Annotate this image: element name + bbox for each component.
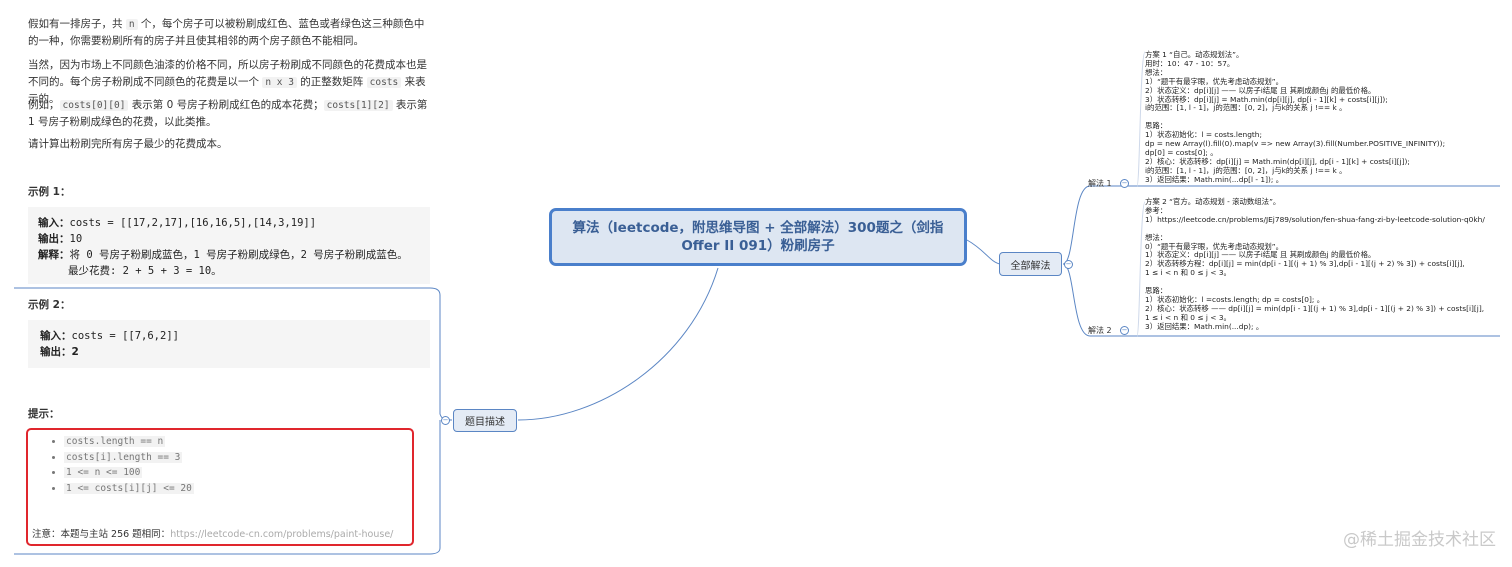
solution-line: 0）“题干有最字眼，优先考虑动态规划”。: [1145, 241, 1284, 251]
solution-line: dp[0] = costs[0]; 。: [1145, 147, 1218, 157]
note: 注意：本题与主站 256 题相同：https://leetcode-cn.com…: [32, 526, 393, 540]
example1-explain2: 最少花费: 2 + 5 + 3 = 10。: [68, 265, 222, 277]
hints-list: costs.length == n costs[i].length == 3 1…: [28, 434, 412, 496]
example1-explain-label: 解释：: [38, 249, 70, 261]
solution2-label[interactable]: 解法 2: [1088, 326, 1112, 335]
solution-line: 思路：: [1145, 121, 1168, 131]
problem-paragraph-4: 请计算出粉刷完所有房子最少的花费成本。: [28, 138, 228, 150]
solution-line: [1145, 225, 1485, 234]
solution2-text: 方案 2 “官方。动态规划 - 滚动数组法”。参考：1）https://leet…: [1145, 197, 1485, 332]
example2-output-label: 输出：: [40, 346, 72, 358]
collapse-icon[interactable]: −: [1120, 179, 1129, 188]
solution-line: 思路：: [1145, 286, 1168, 296]
note-link[interactable]: https://leetcode-cn.com/problems/paint-h…: [170, 529, 394, 540]
solution-line: 方案 1 “自己。动态规划法”。: [1145, 50, 1244, 59]
example1-output: 10: [69, 233, 83, 245]
collapse-icon[interactable]: −: [441, 416, 450, 425]
problem-paragraph-2: 当然，因为市场上不同颜色油漆的价格不同，所以房子粉刷成不同颜色的花费成本也是不同…: [28, 59, 427, 105]
example2-input-label: 输入：: [40, 330, 72, 342]
solution-line: 1）状态定义：dp[i][j] —— 以房子i结尾 且 其刷成颜色j 的最低价格…: [1145, 250, 1376, 260]
hints-title: 提示：: [28, 408, 60, 420]
example1-input: costs = [[17,2,17],[16,16,5],[14,3,19]]: [69, 217, 317, 229]
solution-line: 2）核心：状态转移 —— dp[i][j] = min(dp[i - 1][(j…: [1145, 303, 1485, 313]
solution-line: 1）https://leetcode.cn/problems/JEj789/so…: [1145, 214, 1485, 224]
collapse-icon[interactable]: −: [1064, 260, 1073, 269]
example1-input-label: 输入：: [38, 217, 70, 229]
example1-title: 示例 1：: [28, 186, 71, 198]
solution-line: 3）状态转移：dp[i][j] = Math.min(dp[i][j], dp[…: [1145, 94, 1388, 104]
hint-item: costs.length == n: [64, 434, 412, 450]
solution-line: 1）“题干有最字眼，优先考虑动态规划”。: [1145, 76, 1284, 86]
solution-line: 3）返回结果：Math.min(...dp[l - 1]); 。: [1145, 174, 1284, 184]
solution-line: i的范围：[1, l - 1]，j的范围：[0, 2]，j与k的关系 j !==…: [1145, 103, 1347, 113]
example1-output-label: 输出：: [38, 233, 70, 245]
solution-line: [1145, 278, 1485, 287]
node-all-solutions[interactable]: 全部解法: [999, 252, 1062, 276]
solution-line: 想法：: [1145, 67, 1168, 77]
solution-line: 1）状态初始化：l =costs.length; dp = costs[0]; …: [1145, 294, 1325, 304]
solution1-text: 方案 1 “自己。动态规划法”。用时：10：47 - 10：57。想法：1）“题…: [1145, 50, 1446, 185]
solution-line: 2）状态定义：dp[i][j] —— 以房子i结尾 且 其刷成颜色j 的最低价格…: [1145, 85, 1376, 95]
example2-input: costs = [[7,6,2]]: [71, 330, 179, 342]
example2-title: 示例 2：: [28, 299, 71, 311]
solution-line: 3）返回结果：Math.min(...dp); 。: [1145, 321, 1264, 331]
solution-line: 参考：: [1145, 205, 1168, 215]
hint-item: 1 <= costs[i][j] <= 20: [64, 481, 412, 497]
central-topic[interactable]: 算法（leetcode，附思维导图 + 全部解法）300题之（剑指 Offer …: [549, 208, 967, 266]
solution-line: 方案 2 “官方。动态规划 - 滚动数组法”。: [1145, 197, 1281, 206]
problem-paragraph-3: 例如，costs[0][0] 表示第 0 号房子粉刷成红色的成本花费；costs…: [28, 99, 428, 128]
example1-explain: 将 0 号房子粉刷成蓝色，1 号房子粉刷成绿色，2 号房子粉刷成蓝色。: [69, 249, 408, 261]
solution-line: 1）状态初始化：l = costs.length;: [1145, 130, 1262, 140]
collapse-icon[interactable]: −: [1120, 326, 1129, 335]
hint-item: costs[i].length == 3: [64, 450, 412, 466]
problem-paragraph-1: 假如有一排房子，共 n 个，每个房子可以被粉刷成红色、蓝色或者绿色这三种颜色中的…: [28, 18, 425, 47]
solution-line: 想法：: [1145, 232, 1168, 242]
solution1-label[interactable]: 解法 1: [1088, 179, 1112, 188]
example2-output: 2: [71, 346, 79, 358]
solution-line: 用时：10：47 - 10：57。: [1145, 58, 1235, 68]
solution-line: 2）状态转移方程：dp[i][j] = min(dp[i - 1][(j + 1…: [1145, 259, 1465, 269]
example2-box: 输入：costs = [[7,6,2]] 输出：2: [28, 320, 430, 368]
solution-line: dp = new Array(l).fill(0).map(v => new A…: [1145, 139, 1446, 149]
node-problem-description[interactable]: 题目描述: [453, 409, 517, 432]
solution-line: 1 ≤ i < n 和 0 ≤ j < 3。: [1145, 268, 1231, 278]
note-text: 注意：本题与主站 256 题相同：: [32, 529, 171, 540]
solution-line: 1 ≤ i < n 和 0 ≤ j < 3。: [1145, 312, 1231, 322]
watermark: @稀土掘金技术社区: [1343, 530, 1496, 550]
hints-box: costs.length == n costs[i].length == 3 1…: [26, 428, 414, 546]
solution-line: 2）核心：状态转移：dp[i][j] = Math.min(dp[i][j], …: [1145, 156, 1410, 166]
example1-box: 输入：costs = [[17,2,17],[16,16,5],[14,3,19…: [28, 207, 430, 284]
solution-line: [1145, 113, 1445, 122]
hint-item: 1 <= n <= 100: [64, 465, 412, 481]
solution-line: i的范围：[1, l - 1]，j的范围：[0, 2]，j与k的关系 j !==…: [1145, 165, 1347, 175]
